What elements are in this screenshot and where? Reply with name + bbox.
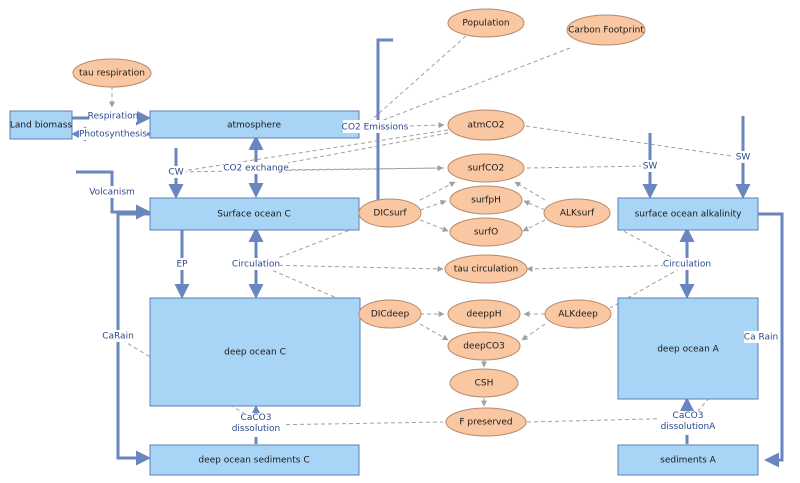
stock-deep-ocean-a[interactable]: deep ocean A [617, 297, 759, 400]
var-label: ALKdeep [558, 310, 598, 320]
var-label: DICsurf [373, 209, 407, 219]
var-label: surfpH [471, 196, 501, 206]
stock-label: surface ocean alkalinity [635, 210, 743, 220]
var-label: surfO [474, 228, 498, 238]
var-atmco2[interactable]: atmCO2 [447, 109, 525, 141]
var-label: tau respiration [79, 69, 145, 79]
flow-label-caco3-dissolution-a-box: CaCO3 dissolutionA [660, 411, 716, 432]
stock-label: Land biomass [10, 121, 72, 131]
flow-label-circulation-left[interactable]: Circulation [232, 260, 280, 270]
flow-label-circulation-right[interactable]: Circulation [663, 260, 711, 270]
var-label: Population [462, 19, 509, 29]
flow-label-photosynthesis[interactable]: Photosynthesis [79, 130, 147, 140]
flow-label-carain[interactable]: CaRain [102, 332, 134, 342]
flow-label-respiration[interactable]: Respiration [88, 112, 139, 122]
stock-surface-ocean-alkalinity[interactable]: surface ocean alkalinity [617, 197, 759, 231]
flow-label-volcanism[interactable]: Volcanism [89, 188, 135, 198]
var-surfo[interactable]: surfO [449, 217, 523, 247]
var-surfph[interactable]: surfpH [449, 185, 523, 215]
var-label: surfCO2 [468, 164, 504, 174]
var-label: tau circulation [454, 265, 518, 275]
flow-label-co2-exchange[interactable]: CO2 exchange [223, 164, 289, 174]
var-label: deeppH [467, 310, 502, 320]
stock-deep-ocean-c[interactable]: deep ocean C [149, 297, 361, 407]
var-label: Carbon Footprint [568, 26, 644, 36]
var-tau-circulation[interactable]: tau circulation [444, 254, 528, 284]
var-label: F preserved [459, 418, 512, 428]
stock-label: atmosphere [227, 121, 281, 131]
flow-label-sw-left[interactable]: SW [643, 162, 658, 172]
stock-land-biomass[interactable]: Land biomass [9, 110, 73, 140]
flow-label-sw-right[interactable]: SW [736, 153, 751, 163]
var-deepph[interactable]: deeppH [447, 299, 521, 329]
flow-label-cw[interactable]: CW [168, 168, 183, 178]
stock-surface-ocean-c[interactable]: Surface ocean C [149, 197, 360, 231]
var-label: deepCO3 [463, 342, 505, 352]
var-carbon-footprint[interactable]: Carbon Footprint [566, 14, 646, 46]
var-label: CSH [475, 379, 494, 389]
var-dicsurf[interactable]: DICsurf [358, 198, 422, 228]
flow-label-ca-rain[interactable]: Ca Rain [744, 333, 778, 343]
stocks: Land biomass atmosphere Surface ocean C … [9, 110, 759, 476]
var-surfco2[interactable]: surfCO2 [447, 153, 525, 183]
flow-labels: Respiration Photosynthesis CO2 Emissions… [79, 110, 778, 437]
var-alksurf[interactable]: ALKsurf [543, 198, 611, 228]
var-f-preserved[interactable]: F preserved [445, 407, 527, 437]
stock-deep-ocean-sediments-c[interactable]: deep ocean sediments C [149, 444, 360, 476]
stock-label: deep ocean A [657, 345, 719, 355]
flow-label-caco3-dissolution[interactable]: CaCO3 dissolution [231, 413, 281, 434]
var-csh[interactable]: CSH [449, 368, 519, 398]
var-label: atmCO2 [468, 121, 505, 131]
stock-label: deep ocean C [224, 348, 286, 358]
stock-label: sediments A [660, 456, 717, 466]
flow-label-caco3-dissolution-box: CaCO3 dissolution [231, 413, 281, 434]
var-tau-respiration[interactable]: tau respiration [72, 58, 152, 88]
var-label: DICdeep [371, 310, 410, 320]
variables: tau respiration Population Carbon Footpr… [72, 8, 646, 437]
var-label: ALKsurf [560, 209, 595, 219]
var-dicdeep[interactable]: DICdeep [358, 299, 422, 329]
stock-atmosphere[interactable]: atmosphere [149, 110, 360, 139]
var-population[interactable]: Population [447, 8, 525, 38]
stock-label: Surface ocean C [217, 210, 291, 220]
flow-label-caco3-dissolution-a[interactable]: CaCO3 dissolutionA [660, 411, 716, 432]
flow-label-co2-emissions[interactable]: CO2 Emissions [342, 123, 409, 133]
stock-label: deep ocean sediments C [198, 456, 309, 466]
stock-sediments-a[interactable]: sediments A [617, 444, 759, 476]
var-deepco3[interactable]: deepCO3 [447, 331, 521, 361]
flow-label-ep[interactable]: EP [176, 260, 188, 270]
var-alkdeep[interactable]: ALKdeep [544, 299, 612, 329]
